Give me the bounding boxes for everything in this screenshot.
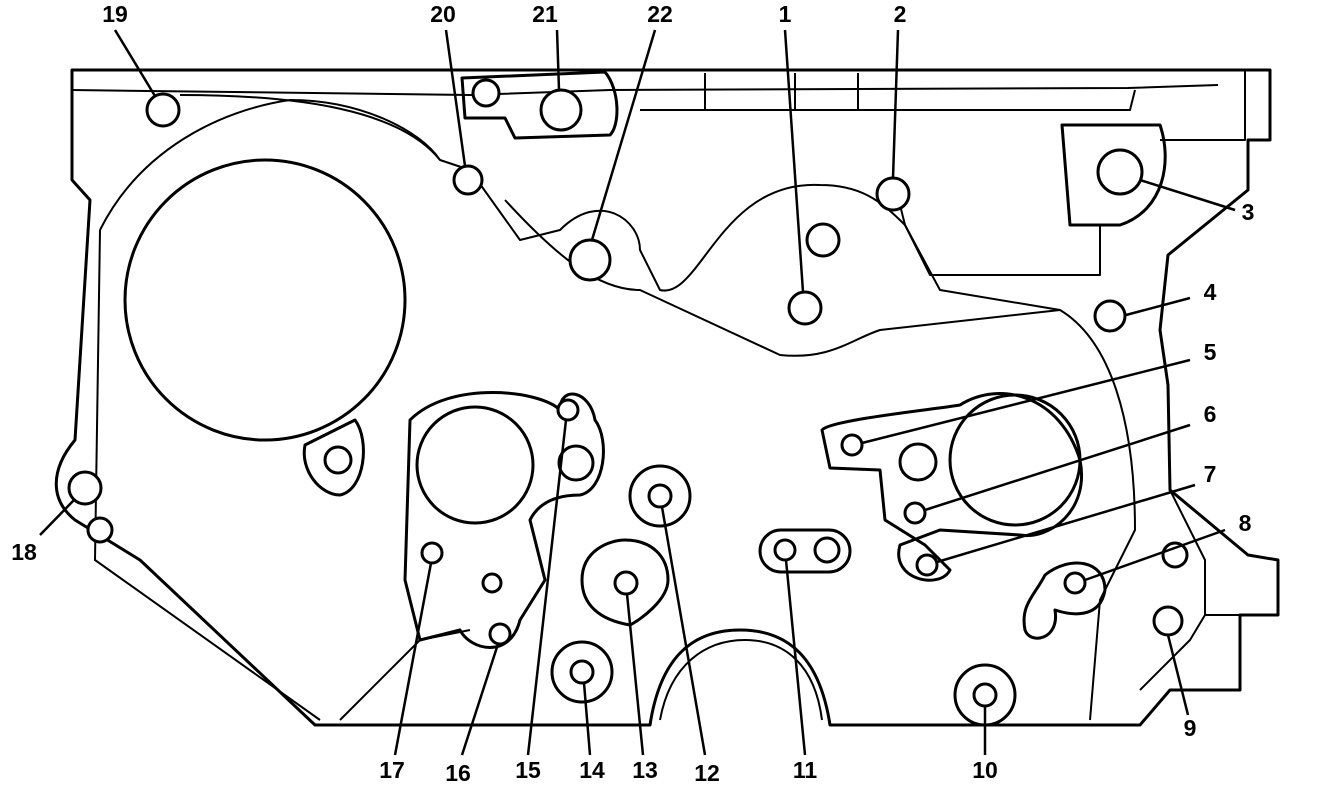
callout-21: 21 bbox=[532, 1, 558, 27]
boss-11-slot bbox=[758, 528, 852, 574]
leader-14 bbox=[582, 682, 592, 756]
callout-14: 14 bbox=[579, 757, 605, 783]
callout-labels: 1 2 3 4 5 6 7 8 9 10 11 12 13 14 15 16 1… bbox=[11, 1, 1254, 786]
leader-13 bbox=[625, 593, 645, 756]
top-rail-lower bbox=[640, 89, 1136, 111]
leader-17 bbox=[393, 562, 433, 756]
hole-21 bbox=[539, 88, 583, 132]
cam-tab bbox=[302, 418, 365, 497]
leader-21 bbox=[555, 29, 561, 91]
leader-12 bbox=[660, 506, 707, 756]
callout-13: 13 bbox=[632, 757, 658, 783]
hole-13 bbox=[613, 570, 639, 596]
leader-15 bbox=[526, 419, 568, 756]
cover-housing bbox=[54, 68, 1280, 727]
hole-7 bbox=[915, 553, 939, 577]
hole-20 bbox=[452, 164, 484, 196]
leader-22 bbox=[590, 29, 657, 241]
oil-pump-body bbox=[403, 391, 605, 649]
oil-pump-bore bbox=[415, 405, 535, 525]
camshaft-opening bbox=[123, 158, 407, 442]
callout-12: 12 bbox=[694, 760, 720, 786]
callout-20: 20 bbox=[430, 1, 456, 27]
hole-4 bbox=[1093, 299, 1127, 333]
callout-4: 4 bbox=[1204, 279, 1217, 305]
top-rail bbox=[71, 84, 1219, 96]
leader-16 bbox=[460, 643, 500, 756]
hole-1 bbox=[787, 290, 823, 326]
hole-2 bbox=[875, 176, 911, 212]
hole-3 bbox=[1096, 148, 1144, 196]
callout-7: 7 bbox=[1204, 461, 1217, 487]
callout-10: 10 bbox=[972, 757, 998, 783]
boss-13 bbox=[580, 538, 670, 627]
upper-separation bbox=[179, 94, 1061, 357]
callout-17: 17 bbox=[379, 757, 405, 783]
leader-9 bbox=[1166, 634, 1190, 716]
leader-8 bbox=[1084, 528, 1226, 582]
extra-hole-d bbox=[86, 516, 114, 544]
callout-9: 9 bbox=[1184, 715, 1197, 741]
callout-16: 16 bbox=[445, 760, 471, 786]
boss-21-flange bbox=[460, 70, 619, 140]
callout-11: 11 bbox=[793, 757, 818, 783]
hole-14 bbox=[569, 659, 595, 685]
leader-1 bbox=[783, 29, 805, 293]
hole-10 bbox=[972, 682, 998, 708]
callout-22: 22 bbox=[647, 1, 673, 27]
callout-19: 19 bbox=[102, 1, 128, 27]
leader-6 bbox=[924, 423, 1191, 512]
extra-hole-b bbox=[805, 222, 841, 258]
leader-18 bbox=[39, 499, 75, 536]
hole-6 bbox=[903, 501, 927, 525]
housing-outer-edge bbox=[54, 68, 1280, 727]
callout-15: 15 bbox=[515, 757, 541, 783]
boss-12 bbox=[628, 464, 692, 528]
leader-20 bbox=[444, 29, 467, 167]
hole-18 bbox=[67, 470, 103, 506]
hole-19 bbox=[145, 92, 181, 128]
extra-hole-f bbox=[481, 572, 503, 594]
leader-19 bbox=[113, 29, 157, 97]
extra-hole-c bbox=[323, 445, 353, 475]
leader-11 bbox=[784, 559, 807, 756]
right-rail bbox=[899, 70, 1246, 276]
leader-lines bbox=[39, 29, 1236, 756]
hole-5 bbox=[840, 433, 864, 457]
callout-1: 1 bbox=[779, 1, 792, 27]
balance-shaft-body bbox=[820, 392, 1083, 582]
extra-hole-h bbox=[813, 536, 841, 564]
balance-shaft-bore bbox=[948, 393, 1082, 527]
leader-3 bbox=[1139, 178, 1236, 212]
hole-8 bbox=[1063, 571, 1087, 595]
hole-12 bbox=[647, 483, 673, 509]
hole-9 bbox=[1152, 605, 1184, 637]
extra-hole-g bbox=[898, 442, 938, 482]
hole-11 bbox=[773, 538, 797, 562]
hole-17 bbox=[420, 541, 444, 565]
leader-4 bbox=[1125, 296, 1191, 317]
leader-2 bbox=[891, 29, 900, 179]
callout-6: 6 bbox=[1204, 401, 1217, 427]
callout-8: 8 bbox=[1239, 510, 1252, 536]
right-lower-bracket bbox=[1139, 489, 1240, 691]
callout-3: 3 bbox=[1242, 199, 1255, 225]
hole-16 bbox=[488, 622, 512, 646]
crank-seal-arc bbox=[659, 639, 823, 721]
bolt-holes bbox=[67, 78, 1189, 708]
hole-22 bbox=[568, 238, 612, 282]
extra-hole-e bbox=[557, 444, 595, 482]
extra-hole-a bbox=[471, 78, 501, 108]
leader-7 bbox=[936, 483, 1196, 564]
hole-15 bbox=[556, 398, 580, 422]
callout-5: 5 bbox=[1204, 339, 1217, 365]
callout-18: 18 bbox=[11, 539, 37, 565]
boss-14 bbox=[550, 640, 614, 704]
callout-2: 2 bbox=[894, 1, 907, 27]
inner-gasket bbox=[94, 99, 1136, 721]
lobe-8 bbox=[1022, 561, 1107, 640]
leader-5 bbox=[861, 358, 1191, 445]
